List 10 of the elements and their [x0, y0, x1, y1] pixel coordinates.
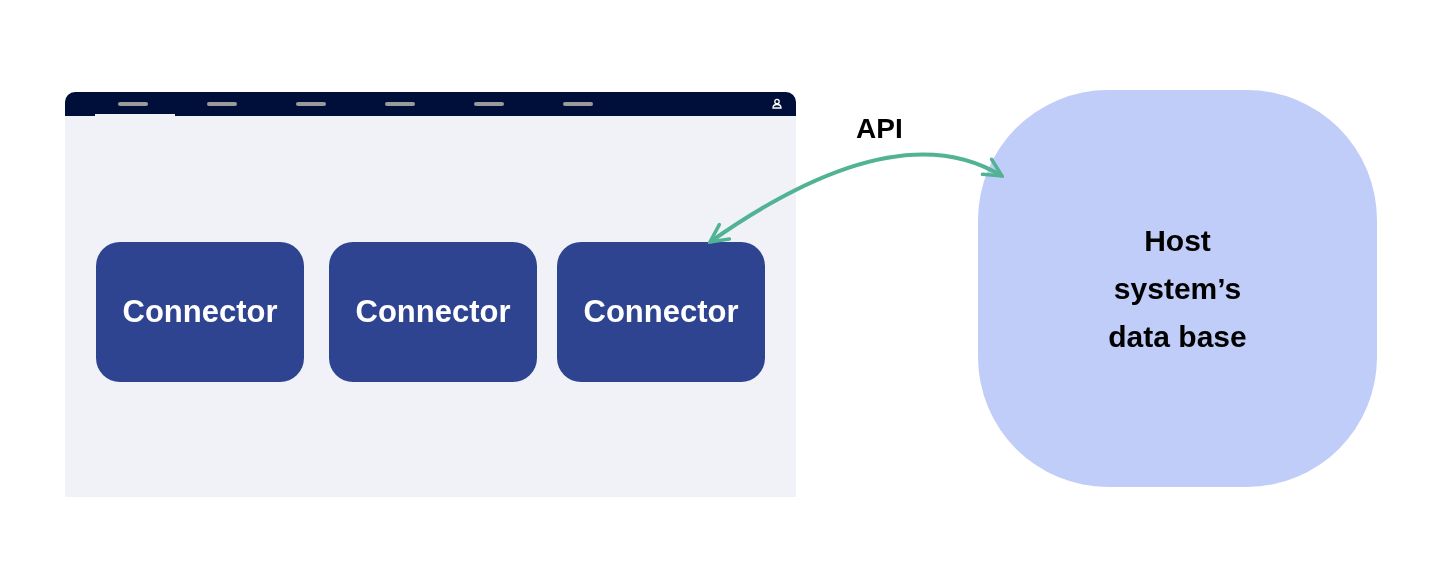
connector-label: Connector	[583, 292, 739, 331]
connector-box	[557, 242, 765, 382]
connector-label: Connector	[122, 292, 278, 331]
database-shape	[978, 90, 1377, 487]
database-label: Host system’s data base	[1107, 222, 1248, 355]
app-window	[65, 92, 796, 497]
connector-box	[96, 242, 304, 382]
api-arrow	[708, 152, 1004, 244]
connector-label: Connector	[355, 292, 511, 331]
connector-box	[329, 242, 537, 382]
